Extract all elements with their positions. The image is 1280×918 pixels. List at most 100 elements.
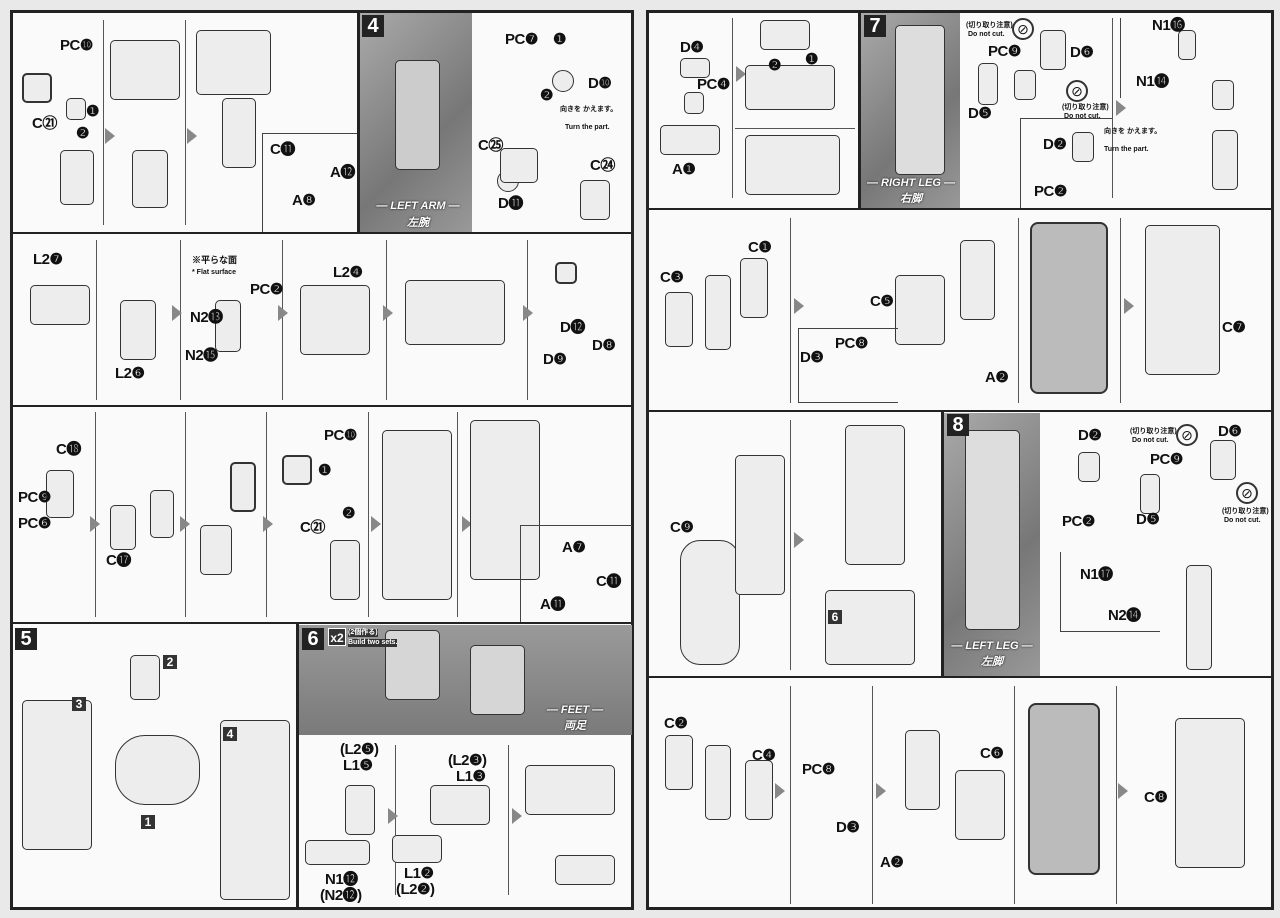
divider (735, 128, 855, 129)
divider (10, 622, 634, 624)
part-label: D❻ (1070, 44, 1094, 61)
part-drawing (525, 765, 615, 815)
divider (1116, 686, 1117, 904)
step-number: 5 (15, 628, 37, 650)
part-label: C⓫ (596, 573, 621, 590)
divider (10, 405, 634, 407)
step-order: ❷ (768, 57, 781, 74)
part-label: C⓫ (270, 141, 295, 158)
no-cut-icon: ⊘ (1012, 18, 1034, 40)
part-label: PC❷ (250, 281, 283, 298)
assembly-ref: 2 (163, 655, 177, 669)
torso-part (115, 735, 200, 805)
right-arm-assembly (22, 700, 92, 850)
part-label: PC❾ (18, 489, 51, 506)
part-drawing (1212, 130, 1238, 190)
divider (103, 20, 104, 225)
part-drawing (745, 65, 835, 110)
step-order: ❷ (76, 125, 89, 142)
arrow-icon (512, 808, 522, 824)
feet-banner-jp: 両足 (564, 720, 586, 732)
part-drawing (66, 98, 86, 120)
arrow-icon (172, 305, 182, 321)
part-label: C㉑ (300, 519, 325, 536)
no-cut-note-jp: (切り取り注意) (1222, 508, 1269, 515)
no-cut-icon: ⊘ (1236, 482, 1258, 504)
part-drawing (1178, 30, 1196, 60)
part-label: N2⓮ (1108, 607, 1141, 624)
part-label: D❸ (800, 349, 824, 366)
part-drawing (705, 275, 731, 350)
step-number: 4 (362, 15, 384, 37)
part-label: C⓲ (56, 441, 81, 458)
divider (457, 412, 458, 617)
part-drawing (760, 20, 810, 50)
part-drawing (46, 470, 74, 518)
divider (732, 18, 733, 198)
flat-surface-note-jp: ※平らな面 (192, 255, 238, 265)
part-drawing (382, 430, 452, 600)
part-drawing (430, 785, 490, 825)
part-label: (L2❸) (448, 752, 487, 769)
part-drawing (300, 285, 370, 355)
divider (790, 420, 791, 670)
no-cut-note: Do not cut. (968, 31, 1005, 38)
left-arm-assembly (220, 720, 290, 900)
divider (790, 218, 791, 403)
reference-image-frame (1028, 703, 1100, 875)
part-label: C❼ (1222, 319, 1246, 336)
part-drawing (705, 745, 731, 820)
part-detail-callout (555, 262, 577, 284)
part-drawing (470, 420, 540, 580)
sub-step-box (1020, 118, 1112, 208)
divider (1120, 218, 1121, 403)
part-label: PC❷ (1062, 513, 1095, 530)
sub-step-box (262, 133, 357, 232)
sub-step-box (798, 328, 898, 403)
divider (10, 232, 634, 234)
arrow-icon (1124, 298, 1134, 314)
part-drawing (395, 60, 440, 170)
part-label: D❸ (836, 819, 860, 836)
arrow-icon (1118, 783, 1128, 799)
part-label: N1⓬ (325, 871, 358, 888)
feet-banner: — FEET — (546, 704, 604, 716)
left-leg-banner-jp: 左脚 (981, 656, 1003, 668)
reference-image-frame (1030, 222, 1108, 394)
divider (646, 208, 1274, 210)
assembly-ref: 1 (141, 815, 155, 829)
part-label: C❻ (980, 745, 1004, 762)
part-label: C❷ (664, 715, 688, 732)
arrow-icon (278, 305, 288, 321)
part-drawing (740, 258, 768, 318)
arrow-icon (383, 305, 393, 321)
part-drawing (965, 430, 1020, 630)
divider (790, 686, 791, 904)
part-label: L2❻ (115, 365, 145, 382)
part-drawing (684, 92, 704, 114)
part-drawing (470, 645, 525, 715)
part-label: PC❽ (835, 335, 868, 352)
part-label: C❽ (1144, 789, 1168, 806)
part-label: D❻ (1218, 423, 1242, 440)
part-label: D❽ (592, 337, 616, 354)
part-label: (L2❺) (340, 741, 379, 758)
assembly-ref: 4 (223, 727, 237, 741)
part-drawing (120, 300, 156, 360)
turn-note-jp: 向きを かえます。 (1104, 128, 1162, 135)
sub-step-box (1120, 18, 1121, 98)
part-label: (N2⓬) (320, 887, 362, 904)
part-drawing (680, 58, 710, 78)
part-drawing (825, 590, 915, 665)
part-label: A❶ (672, 161, 696, 178)
turn-note: Turn the part. (1104, 146, 1149, 153)
step-order: ❷ (540, 87, 553, 104)
arrow-icon (1116, 100, 1126, 116)
part-label: N2⓭ (190, 309, 223, 326)
arrow-icon (736, 66, 746, 82)
part-drawing (345, 785, 375, 835)
no-cut-note-jp: (切り取り注意) (1062, 104, 1109, 111)
arrow-icon (187, 128, 197, 144)
part-label: A❷ (985, 369, 1009, 386)
part-label: PC❿ (60, 37, 93, 54)
